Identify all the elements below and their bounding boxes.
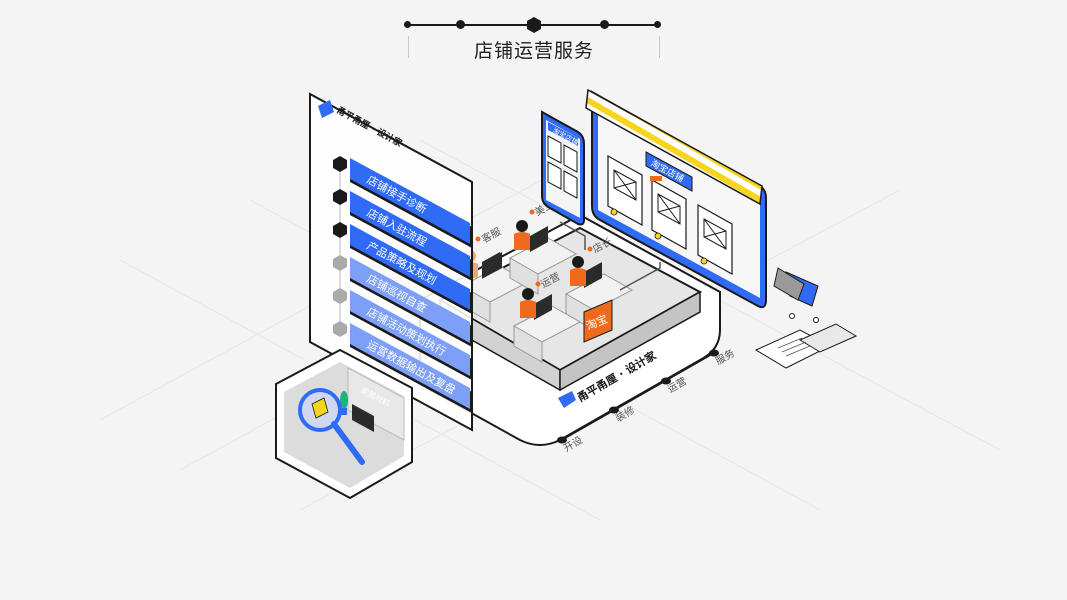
section-header: 店铺运营服务 (404, 16, 664, 64)
step-button[interactable] (350, 158, 470, 244)
header-bracket-left (408, 36, 409, 58)
header-dot (404, 21, 411, 28)
step-button[interactable] (350, 257, 470, 343)
shop-awning (585, 88, 763, 206)
staff-designer (514, 220, 530, 250)
monitors (482, 226, 602, 320)
storefront-screen: 淘宝店铺 (585, 88, 767, 309)
header-dot (600, 20, 609, 29)
header-dot (654, 21, 661, 28)
service-panel: 甬平甬厘 · 设计家 店铺接手诊断店铺入驻流程产品策略及规划店铺巡视自查店铺活动… (309, 92, 473, 432)
receipt-icon (754, 323, 858, 369)
cables (559, 221, 661, 291)
panel-logo-icon (318, 100, 334, 118)
magnifier-icon (298, 388, 365, 465)
brand-logo-icon (558, 391, 576, 408)
timeline-stage: 服务 (713, 346, 737, 367)
showroom-cube: 家居材料 (275, 348, 413, 500)
flow-icon (333, 189, 347, 205)
step-button[interactable] (350, 290, 470, 376)
store-icon (333, 156, 347, 172)
shopping-cart-icon (773, 267, 819, 323)
phone-device: 淘宝店铺 (541, 110, 585, 226)
step-button[interactable] (350, 224, 470, 310)
showroom-tv (352, 404, 374, 432)
staff-operations (520, 288, 536, 318)
document-icon (333, 321, 347, 337)
page-title: 店铺运营服务 (473, 40, 594, 62)
header-hex-icon (527, 17, 541, 33)
staff-manager (570, 256, 586, 286)
product-placeholder-icons (613, 169, 727, 250)
plant-icon (340, 391, 348, 409)
box-icon (333, 222, 347, 238)
inspect-icon (333, 255, 347, 271)
step-button[interactable] (350, 323, 470, 409)
calendar-icon (333, 288, 347, 304)
header-dot (456, 20, 465, 29)
step-button[interactable] (350, 191, 470, 277)
header-bracket-right (659, 36, 660, 58)
taobao-badge: 淘宝 (583, 299, 613, 343)
desk-operations (512, 305, 582, 363)
role-label: 客服 (479, 225, 503, 246)
new-tag (650, 176, 662, 181)
